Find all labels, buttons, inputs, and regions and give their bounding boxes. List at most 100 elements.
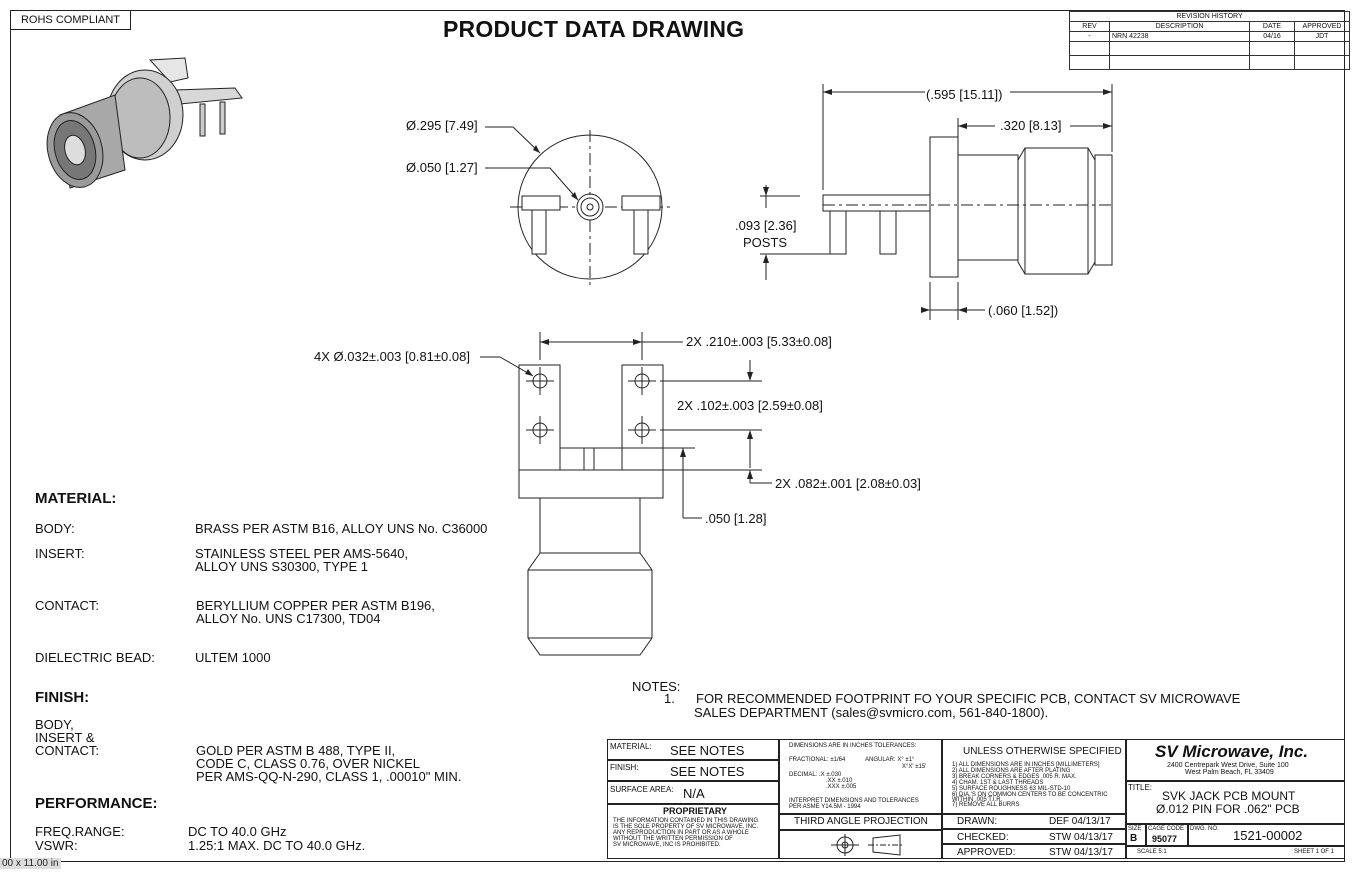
- unless-line: 3) BREAK CORNERS & EDGES .005 R. MAX.: [952, 774, 1077, 780]
- rohs-badge: ROHS COMPLIANT: [10, 10, 131, 30]
- revision-history-table: REVISION HISTORY REV DESCRIPTION DATE AP…: [1069, 11, 1350, 70]
- tb-finish-value: SEE NOTES: [670, 764, 745, 779]
- size-box: [1126, 824, 1146, 846]
- unless-line: 5) SURFACE ROUGHNESS 63 MIL-STD-10: [952, 786, 1071, 792]
- note-line: SALES DEPARTMENT (sales@svmicro.com, 561…: [694, 705, 1049, 720]
- unless-line: 2) ALL DIMENSIONS ARE AFTER PLATING: [952, 768, 1071, 774]
- material-label: CONTACT:: [35, 598, 100, 613]
- finish-value: PER AMS-QQ-N-290, CLASS 1, .00010" MIN.: [196, 769, 462, 784]
- dim-edge: 2X .082±.001 [2.08±0.03]: [775, 476, 921, 491]
- size-label: SIZE: [1128, 826, 1142, 832]
- material-value: STAINLESS STEEL PER AMS-5640,: [195, 546, 409, 561]
- vswr-value: 1.25:1 MAX. DC TO 40.0 GHz.: [188, 838, 366, 853]
- vswr-label: VSWR:: [35, 838, 78, 853]
- title-box: [1126, 781, 1345, 824]
- drawn-value: DEF 04/13/17: [1049, 816, 1111, 827]
- scale-row: [1126, 846, 1345, 859]
- title-line-1: SVK JACK PCB MOUNT: [1162, 789, 1296, 803]
- cage-label: CAGE CODE: [1148, 826, 1185, 832]
- proprietary-heading: PROPRIETARY: [663, 806, 728, 816]
- dim-posts: .093 [2.36]: [735, 218, 797, 233]
- dim-hole-spacing: 2X .210±.003 [5.33±0.08]: [686, 334, 832, 349]
- material-box: [607, 739, 779, 760]
- dwg-number: 1521-00002: [1233, 828, 1303, 843]
- projection-label: THIRD ANGLE PROJECTION: [794, 816, 928, 827]
- tol-interpret: INTERPRET DIMENSIONS AND TOLERANCES: [789, 798, 919, 804]
- bottom-view: [480, 332, 772, 656]
- dim-holes: 4X Ø.032±.003 [0.81±0.08]: [314, 349, 470, 364]
- page-size-status: 00 x 11.00 in: [0, 858, 61, 869]
- note-line: FOR RECOMMENDED FOOTPRINT FO YOUR SPECIF…: [696, 691, 1241, 706]
- checked-row: [942, 829, 1126, 844]
- material-value: BRASS PER ASTM B16, ALLOY UNS No. C36000: [195, 521, 488, 536]
- finish-value: CODE C, CLASS 0.76, OVER NICKEL: [196, 756, 420, 771]
- finish-label: INSERT &: [35, 730, 95, 745]
- side-view: [760, 84, 1115, 320]
- dim-offset: .050 [1.28]: [705, 511, 767, 526]
- dim-hole-pitch: 2X .102±.003 [2.59±0.08]: [677, 398, 823, 413]
- cage-value: 95077: [1152, 834, 1178, 844]
- unless-line: 6) DIA.'S ON COMMON CENTERS TO BE CONCEN…: [952, 792, 1108, 798]
- finish-value: GOLD PER ASTM B 488, TYPE II,: [196, 743, 396, 758]
- checked-label: CHECKED:: [957, 832, 1009, 843]
- company-address: 2400 Centrepark West Drive, Suite 100: [1167, 762, 1289, 769]
- tb-material-label: MATERIAL:: [610, 742, 652, 751]
- tolerances-box: [779, 739, 942, 814]
- third-angle-projection-icon: [831, 834, 904, 856]
- tb-finish-label: FINISH:: [610, 763, 639, 772]
- tb-material-value: SEE NOTES: [670, 743, 745, 758]
- proprietary-line: ANY REPRODUCTION IN PART OR AS A WHOLE: [613, 830, 749, 836]
- scale-label: SCALE 5:1: [1137, 849, 1167, 855]
- posts-label: POSTS: [743, 235, 788, 250]
- finish-label: BODY,: [35, 717, 74, 732]
- dim-outer-diameter: Ø.295 [7.49]: [406, 118, 478, 133]
- dim-body-length: .320 [8.13]: [1000, 118, 1062, 133]
- material-label: INSERT:: [35, 546, 85, 561]
- approved-row: [942, 844, 1126, 859]
- dwg-label: DWG. NO.: [1190, 826, 1219, 832]
- performance-heading: PERFORMANCE:: [35, 795, 158, 812]
- checked-value: STW 04/13/17: [1049, 832, 1113, 843]
- proprietary-box: [607, 804, 779, 859]
- material-heading: MATERIAL:: [35, 490, 117, 507]
- finish-heading: FINISH:: [35, 689, 90, 706]
- material-label: BODY:: [35, 521, 75, 536]
- unless-heading: UNLESS OTHERWISE SPECIFIED: [963, 746, 1122, 757]
- freq-range-value: DC TO 40.0 GHz: [188, 824, 287, 839]
- finish-box: [607, 760, 779, 781]
- approved-value: STW 04/13/17: [1049, 847, 1113, 858]
- tol-heading: DIMENSIONS ARE IN INCHES TOLERANCES:: [789, 743, 917, 749]
- drawing-border: [10, 10, 1345, 862]
- dim-pin-diameter: Ø.050 [1.27]: [406, 160, 478, 175]
- tol-angular: ANGULAR: X° ±1°: [865, 757, 915, 763]
- material-value: ULTEM 1000: [195, 650, 271, 665]
- material-value: ALLOY No. UNS C17300, TD04: [196, 611, 381, 626]
- tol-decimal-2: .XX ±.010: [826, 778, 853, 784]
- cage-box: [1146, 824, 1188, 846]
- material-value: ALLOY UNS S30300, TYPE 1: [195, 559, 368, 574]
- notes-heading: NOTES:: [632, 679, 681, 694]
- unless-line: 7) REMOVE ALL BURRS: [952, 802, 1020, 808]
- unless-line: 4) CHAM. 1ST & LAST THREADS: [952, 780, 1044, 786]
- unless-line: WITHIN .005 T.I.R.: [952, 797, 1003, 803]
- unless-box: [942, 739, 1126, 814]
- projection-box: [779, 814, 942, 830]
- company-box: [1126, 739, 1345, 781]
- dim-overall-length: (.595 [15.11]): [926, 87, 1003, 102]
- company-name: SV Microwave, Inc.: [1155, 742, 1309, 761]
- front-view: [485, 126, 670, 285]
- size-value: B: [1130, 833, 1138, 844]
- tol-decimal: DECIMAL: .X ±.030: [789, 772, 842, 778]
- freq-range-label: FREQ.RANGE:: [35, 824, 125, 839]
- tol-decimal-3: .XXX ±.005: [826, 784, 857, 790]
- material-label: DIELECTRIC BEAD:: [35, 650, 155, 665]
- note-number: 1.: [664, 691, 675, 706]
- projection-symbol-box: [779, 830, 942, 859]
- tol-angular-2: X°X' ±15': [902, 764, 927, 770]
- proprietary-line: SV MICROWAVE, INC IS PROHIBITED.: [613, 842, 721, 848]
- title-label: TITLE:: [1128, 783, 1153, 792]
- surface-box: [607, 781, 779, 804]
- proprietary-line: IS THE SOLE PROPERTY OF SV MICROWAVE, IN…: [613, 824, 759, 830]
- material-value: BERYLLIUM COPPER PER ASTM B196,: [196, 598, 435, 613]
